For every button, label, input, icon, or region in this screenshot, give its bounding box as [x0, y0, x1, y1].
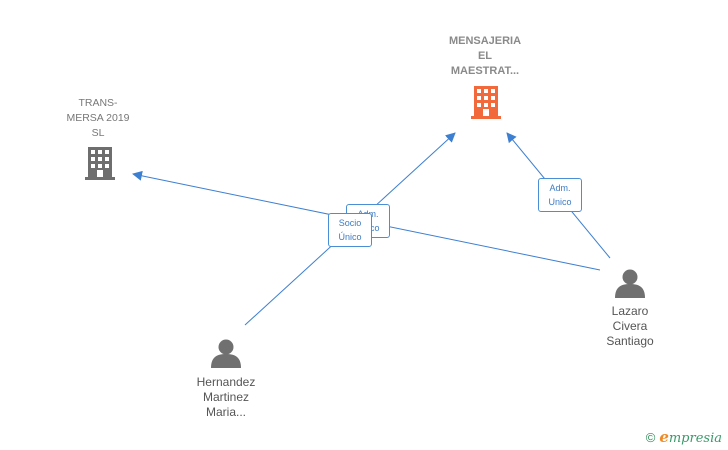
company-label-mensajeria[interactable]: MENSAJERIA EL MAESTRAT... [448, 35, 522, 77]
building-icon[interactable] [471, 86, 501, 119]
brand-initial: e [659, 428, 669, 446]
person-label-lazaro[interactable]: Lazaro Civera Santiago [606, 304, 654, 348]
person-icon[interactable] [211, 339, 241, 369]
person-icon[interactable] [615, 269, 645, 299]
company-label-transmersa[interactable]: TRANS- MERSA 2019 SL [66, 97, 130, 139]
edge-label-hernandez-mensajeria: Socio Único [328, 213, 372, 247]
brand-name: mpresia [668, 431, 722, 446]
building-icon[interactable] [85, 147, 115, 180]
edge-label-lazaro-mensajeria: Adm. Unico [538, 178, 582, 212]
person-label-hernandez[interactable]: Hernandez Martinez Maria... [196, 375, 256, 419]
copyright-symbol: © [645, 430, 656, 445]
brand-watermark: ©empresia [646, 428, 722, 446]
